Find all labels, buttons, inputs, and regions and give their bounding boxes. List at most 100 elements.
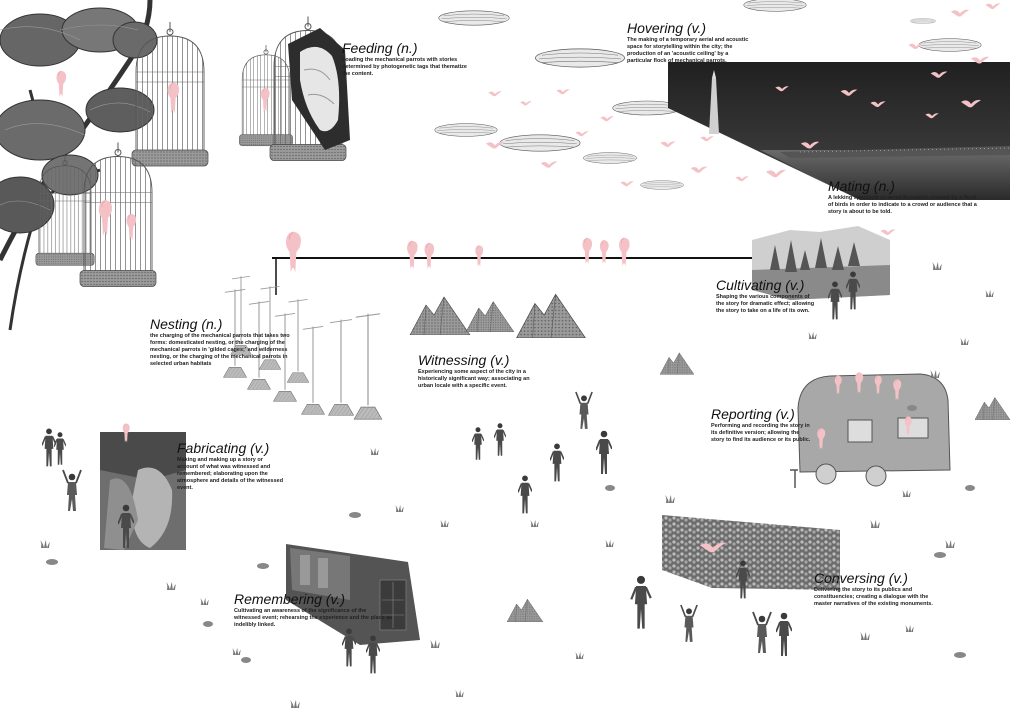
person-icon: [630, 575, 652, 630]
pebbles: [46, 405, 975, 663]
label-witnessing: Witnessing (v.) Experiencing some aspect…: [418, 353, 536, 390]
cloud-icon: [438, 10, 510, 26]
room-photo: [286, 544, 420, 645]
person-icon: [62, 469, 82, 512]
crowd-photo: [662, 515, 840, 590]
grass-tuft-icon: [930, 370, 940, 378]
cloud-icon: [583, 152, 637, 164]
label-description: Making and making up a story or account …: [177, 457, 284, 491]
parrot-icon: [985, 3, 1001, 9]
grass-tuft-icon: [808, 332, 817, 339]
parrot-icon: [660, 141, 676, 147]
label-nesting: Nesting (n.) the charging of the mechani…: [150, 317, 300, 368]
monument-photo: [668, 62, 1010, 200]
cloud-icon: [640, 180, 684, 190]
mountain-icon: [660, 352, 694, 375]
grass-tuft-icon: [905, 625, 914, 632]
parrot-icon: [284, 230, 302, 274]
grass-tuft-icon: [860, 632, 870, 640]
mountain-icon: [516, 293, 586, 338]
parrot-icon: [735, 176, 749, 182]
trailer-icon: [790, 371, 951, 488]
label-cultivating: Cultivating (v.) Shaping the various com…: [716, 278, 816, 315]
parrot-icon: [474, 244, 484, 268]
grass-tuft-icon: [932, 262, 942, 270]
grass-tuft-icon: [455, 690, 464, 697]
grass-tuft-icon: [232, 648, 241, 655]
grass-tuft-icon: [960, 338, 969, 345]
cloud-icon: [918, 38, 982, 52]
charging-pole-icon: [327, 319, 355, 416]
person-icon: [42, 427, 56, 468]
grass-tuft-icon: [945, 540, 955, 548]
parrot-icon: [620, 181, 634, 187]
person-icon: [494, 422, 506, 457]
cloud-icon: [499, 134, 581, 152]
grass-tuft-icon: [870, 520, 880, 528]
grass-tuft-icon: [430, 640, 440, 648]
label-title: Cultivating (v.): [716, 277, 805, 293]
label-conversing: Conversing (v.) Delivering the story to …: [814, 571, 934, 608]
mountain-icon: [409, 296, 471, 335]
person-icon: [596, 429, 612, 475]
person-icon: [54, 431, 66, 466]
grass-tuft-icon: [200, 598, 209, 605]
cloud-icon: [743, 0, 807, 12]
parrot-icon: [950, 9, 970, 17]
label-description: Loading the mechanical parrots with stor…: [342, 57, 467, 77]
grass-tuft-icon: [40, 540, 50, 548]
grass-tuft-icon: [290, 700, 300, 708]
grass-tuft-icon: [985, 290, 994, 297]
grass-tuft-icon: [575, 652, 584, 659]
label-title: Reporting (v.): [711, 406, 795, 422]
charging-pole-icon: [300, 325, 326, 415]
cloud-icon: [910, 18, 936, 24]
parrot-icon: [56, 70, 67, 98]
grass-tuft-icon: [440, 520, 449, 527]
parrot-icon: [488, 91, 502, 97]
parrot-icon: [520, 101, 532, 106]
label-title: Nesting (n.): [150, 316, 223, 332]
label-description: Shaping the various components of the st…: [716, 294, 815, 314]
grass-tuft-icon: [665, 495, 675, 503]
sculpture-photo: [100, 422, 186, 550]
parrot-icon: [423, 242, 435, 270]
forest-photo: [752, 226, 890, 321]
parrot-icon: [600, 116, 614, 122]
mountain-icon: [975, 397, 1010, 420]
label-description: Cultivating an awareness of the signific…: [234, 608, 393, 628]
label-title: Fabricating (v.): [177, 440, 270, 456]
label-feeding: Feeding (n.) Loading the mechanical parr…: [342, 41, 467, 78]
person-icon: [518, 474, 532, 515]
label-title: Mating (n.): [828, 178, 895, 194]
parrot-icon: [406, 239, 419, 271]
label-title: Hovering (v.): [627, 20, 707, 36]
parrot-icon: [575, 131, 589, 137]
label-description: Performing and recording the story in it…: [711, 423, 811, 443]
person-icon: [575, 390, 593, 430]
person-icon: [472, 426, 484, 461]
label-reporting: Reporting (v.) Performing and recording …: [711, 407, 811, 444]
mountain-icon: [506, 598, 544, 622]
label-description: Experiencing some aspect of the city in …: [418, 369, 530, 389]
parrot-icon: [540, 161, 558, 168]
label-fabricating: Fabricating (v.) Making and making up a …: [177, 441, 285, 492]
parrot-icon: [581, 237, 593, 265]
label-description: A lekking spectacle or aerial formation …: [828, 195, 977, 215]
parrot-icon: [766, 169, 786, 178]
label-description: Delivering the story to its publics and …: [814, 587, 933, 607]
label-description: The making of a temporary aerial and aco…: [627, 37, 749, 64]
parrot-icon: [618, 236, 631, 268]
grass-tuft-icon: [370, 448, 379, 455]
parrot-icon: [556, 89, 570, 95]
grass-tuft-icon: [902, 490, 911, 497]
label-mating: Mating (n.) A lekking spectacle or aeria…: [828, 179, 980, 216]
grass-tuft-icon: [166, 582, 176, 590]
parrot-icon: [700, 136, 714, 142]
person-icon: [550, 442, 564, 483]
label-title: Feeding (n.): [342, 40, 418, 56]
label-title: Remembering (v.): [234, 591, 345, 607]
parrot-icon: [880, 229, 896, 235]
person-icon: [680, 603, 698, 643]
